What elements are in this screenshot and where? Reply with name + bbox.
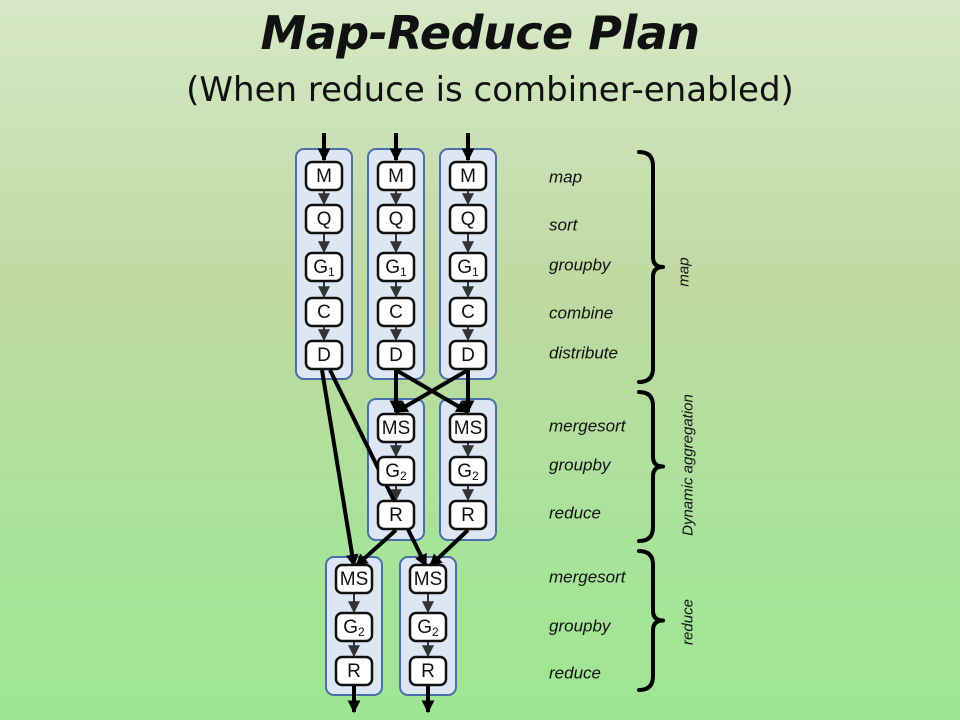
operator-node-box (304, 251, 344, 283)
operator-node-box (334, 611, 374, 643)
operator-node-box (304, 296, 344, 328)
operator-node-label: M (460, 166, 476, 187)
operator-node-label: Q (389, 209, 404, 230)
stage-label-reduce: reduce (549, 664, 601, 683)
operator-node-box (376, 296, 416, 328)
data-flow-arrow (394, 368, 470, 414)
operator-node-label: G1 (457, 257, 479, 280)
map-phase-brace (637, 150, 665, 384)
stage-label-dynamic: reduce (549, 504, 601, 523)
data-flow-arrow (428, 528, 470, 568)
operator-node-label: G1 (313, 257, 335, 280)
operator-node-label: G2 (343, 617, 365, 640)
operator-node-label: G2 (457, 461, 479, 484)
stage-label-reduce: mergesort (549, 568, 627, 587)
operator-node-box (448, 339, 488, 371)
operator-node-box (376, 499, 416, 531)
operator-node-label: MS (382, 418, 411, 439)
operator-node-box (448, 455, 488, 487)
dynamic-phase-brace (637, 390, 665, 543)
operator-node-box (448, 499, 488, 531)
operator-node-box (448, 412, 488, 444)
operator-node-label: D (389, 345, 403, 366)
operator-node-box (448, 203, 488, 235)
stage-label-reduce: groupby (549, 617, 612, 636)
operator-node-label: C (461, 302, 475, 323)
reduce-phase-brace (637, 549, 665, 692)
operator-node-box (408, 611, 448, 643)
operator-node-box (448, 296, 488, 328)
operator-node-label: C (317, 302, 331, 323)
operator-node-label: R (461, 505, 475, 526)
operator-node-box (376, 339, 416, 371)
stage-label-map: groupby (549, 256, 612, 275)
operator-node-label: D (461, 345, 475, 366)
operator-node-label: G2 (417, 617, 439, 640)
stage-label-map: sort (549, 216, 579, 235)
operator-node-box (376, 455, 416, 487)
operator-node-box (304, 160, 344, 192)
operator-node-label: Q (461, 209, 476, 230)
operator-node-box (304, 203, 344, 235)
stage-label-dynamic: groupby (549, 456, 612, 475)
stage-labels-layer: map sort groupby combine distribute mergesort… (549, 168, 627, 683)
operator-node-label: R (347, 661, 361, 682)
operator-node-box (304, 339, 344, 371)
operator-node-label: MS (454, 418, 483, 439)
operator-node-box (448, 160, 488, 192)
phase-label-map: map (676, 257, 693, 286)
page-subtitle: (When reduce is combiner-enabled) (186, 70, 794, 110)
phase-label-dynamic: Dynamic aggregation (680, 394, 697, 536)
stage-label-dynamic: mergesort (549, 417, 627, 436)
page-title: Map-Reduce Plan (260, 6, 700, 60)
operator-node-box (376, 251, 416, 283)
operator-node-label: G2 (385, 461, 407, 484)
operator-node-label: C (389, 302, 403, 323)
operator-node-box (376, 203, 416, 235)
operator-node-label: R (389, 505, 403, 526)
data-flow-arrow (354, 528, 398, 568)
phase-label-reduce: reduce (680, 599, 697, 645)
operator-node-box (334, 563, 374, 595)
operator-node-box (376, 412, 416, 444)
operator-node-label: M (388, 166, 404, 187)
data-flow-arrow (320, 369, 359, 568)
operator-node-label: MS (340, 569, 369, 590)
operator-node-label: Q (317, 209, 332, 230)
operator-node-box (334, 655, 374, 687)
stage-label-map: combine (549, 304, 613, 323)
operator-node-box (376, 160, 416, 192)
operator-node-label: MS (414, 569, 443, 590)
stage-label-map: map (549, 168, 582, 187)
operator-node-label: M (316, 166, 332, 187)
operator-node-box (408, 655, 448, 687)
operator-node-label: R (421, 661, 435, 682)
stage-label-map: distribute (549, 344, 618, 363)
operator-node-box (408, 563, 448, 595)
operator-node-label: D (317, 345, 331, 366)
operator-node-label: G1 (385, 257, 407, 280)
operator-node-box (448, 251, 488, 283)
